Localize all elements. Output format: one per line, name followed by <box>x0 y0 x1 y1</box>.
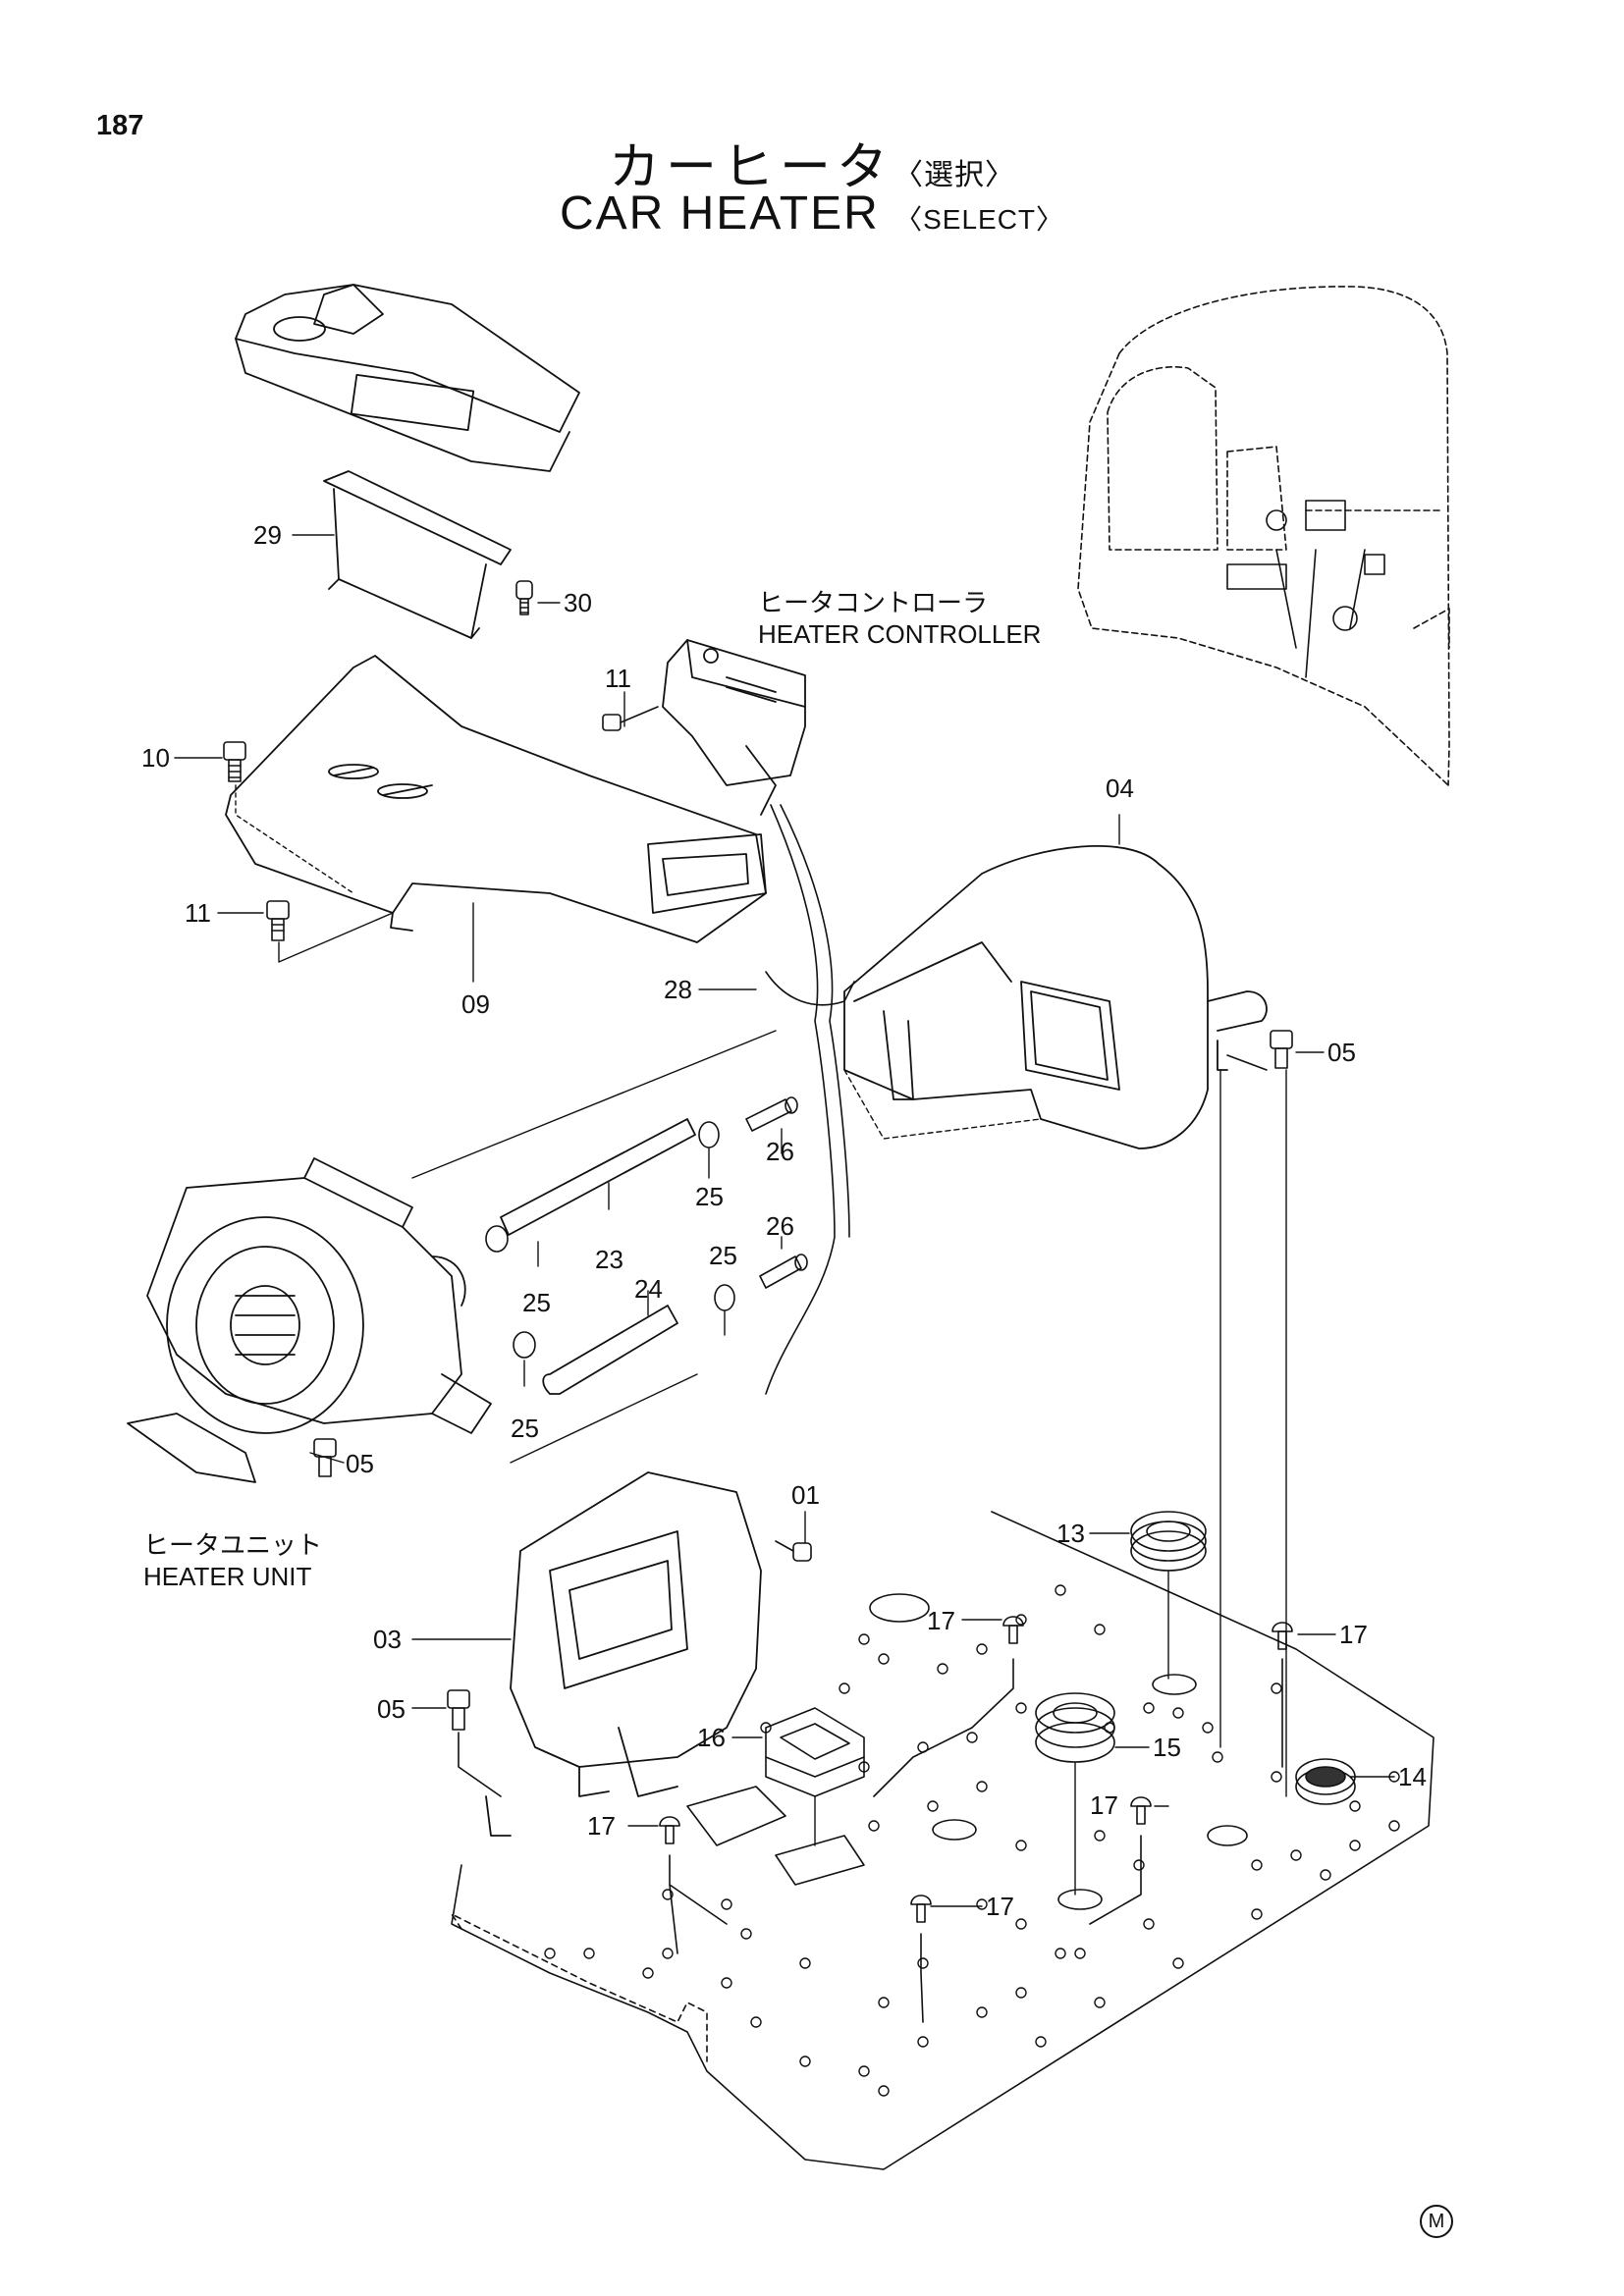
label-11-upper: 11 <box>605 664 631 693</box>
bolt-10 <box>223 741 246 782</box>
bolts-17 <box>659 1616 1293 2023</box>
label-16: 16 <box>697 1723 726 1752</box>
storage-box-29 <box>323 470 512 639</box>
label-17-b: 17 <box>1339 1620 1368 1649</box>
label-17-c: 17 <box>1090 1790 1118 1820</box>
caption-heater-controller-en: HEATER CONTROLLER <box>758 619 1042 649</box>
label-17-e: 17 <box>986 1892 1014 1921</box>
caption-heater-unit-en: HEATER UNIT <box>143 1562 312 1591</box>
grommet-15 <box>1035 1692 1115 1763</box>
console-box <box>235 284 580 472</box>
duct-04 <box>843 845 1268 1149</box>
label-25-upper: 25 <box>695 1182 724 1211</box>
nipples-26 <box>745 1096 808 1289</box>
leader-11 <box>278 912 394 963</box>
screw-01 <box>775 1540 812 1562</box>
label-28: 28 <box>664 975 692 1004</box>
label-15: 15 <box>1153 1733 1181 1762</box>
title-jp-qualifier: 〈選択〉 <box>893 159 1015 191</box>
leader-10 <box>235 784 354 894</box>
caption-heater-controller-jp: ヒータコントローラ <box>758 588 989 617</box>
cover-03 <box>485 1471 762 1837</box>
label-05-unit: 05 <box>346 1449 374 1478</box>
title-english: CAR HEATER 〈SELECT〉 <box>0 187 1624 240</box>
cab-outline <box>1077 286 1450 786</box>
label-26-upper: 26 <box>766 1137 794 1166</box>
label-10: 10 <box>141 743 170 773</box>
grommet-13 <box>1130 1511 1207 1572</box>
clamps-25 <box>485 1121 735 1359</box>
label-11-lower: 11 <box>185 898 211 928</box>
label-23: 23 <box>595 1245 623 1274</box>
label-25-lower: 25 <box>511 1414 539 1443</box>
label-24: 24 <box>634 1274 663 1304</box>
floor-holes <box>544 1584 1400 2097</box>
title-japanese: カーヒータ〈選択〉 <box>0 126 1624 199</box>
label-13: 13 <box>1056 1519 1085 1548</box>
label-14: 14 <box>1398 1762 1427 1791</box>
controller-cable <box>765 804 855 1395</box>
label-17-a: 17 <box>927 1606 955 1635</box>
corner-mark-circle: M <box>1420 2205 1453 2238</box>
screw-11-upper <box>602 706 659 731</box>
heater-controller <box>662 639 806 816</box>
screw-30 <box>515 580 533 615</box>
label-05-lower: 05 <box>377 1694 406 1724</box>
floor-plate <box>451 1511 1435 2170</box>
bolt-11-lower <box>266 900 290 941</box>
label-05-duct: 05 <box>1327 1038 1356 1067</box>
label-03: 03 <box>373 1625 402 1654</box>
caption-heater-controller: ヒータコントローラ HEATER CONTROLLER <box>758 587 1041 650</box>
title-en-text: CAR HEATER <box>559 187 880 240</box>
link-wire-lower <box>510 1373 698 1464</box>
caption-heater-unit-jp: ヒータユニット <box>143 1530 323 1560</box>
cab-interior <box>1226 500 1385 678</box>
title-jp-text: カーヒータ <box>608 139 893 196</box>
grommet-16 <box>765 1707 865 1797</box>
label-29: 29 <box>253 520 282 550</box>
grommet-14 <box>1295 1758 1356 1805</box>
label-01: 01 <box>791 1480 820 1510</box>
label-25-mid-left: 25 <box>522 1288 551 1317</box>
bolt-05-lower <box>447 1689 502 1797</box>
label-26-lower: 26 <box>766 1211 794 1241</box>
page-number: 187 <box>96 110 144 141</box>
assembly-leaders <box>814 1069 1287 1896</box>
title-en-qualifier: 〈SELECT〉 <box>894 204 1065 235</box>
label-30: 30 <box>564 588 592 617</box>
link-wire-upper <box>411 1030 777 1179</box>
label-04: 04 <box>1106 774 1134 803</box>
heater-unit <box>127 1157 492 1483</box>
label-17-d: 17 <box>587 1811 616 1841</box>
hoses <box>500 1118 696 1395</box>
bolt-05-duct <box>1226 1030 1293 1071</box>
label-leaders <box>174 534 1395 1907</box>
label-09: 09 <box>461 989 490 1019</box>
label-25-mid-right: 25 <box>709 1241 737 1270</box>
duct-09 <box>225 655 767 943</box>
caption-heater-unit: ヒータユニット HEATER UNIT <box>143 1529 322 1592</box>
